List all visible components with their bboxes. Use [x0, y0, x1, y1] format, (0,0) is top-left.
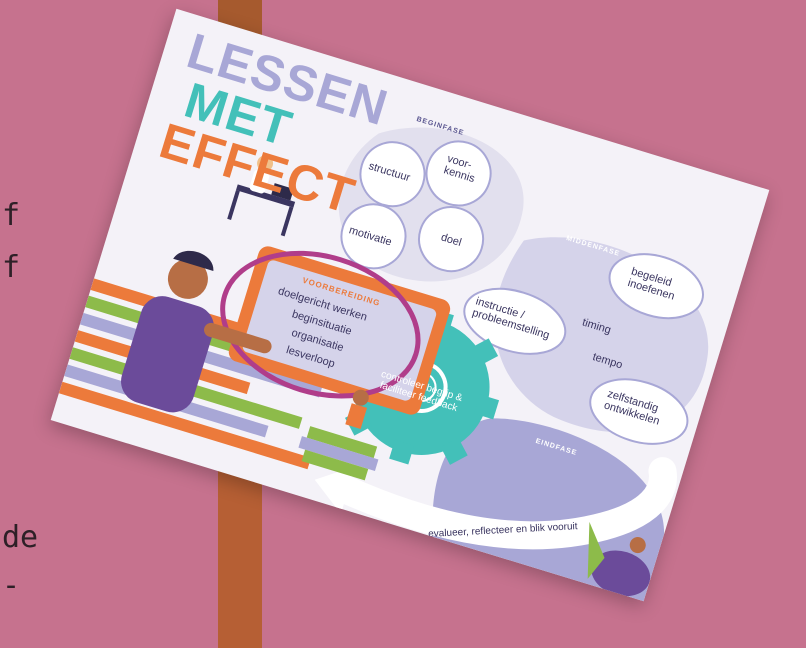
left-text-fragment: f — [2, 198, 21, 233]
left-text-fragment: de — [2, 520, 39, 555]
person-at-desk — [227, 155, 296, 237]
eind-path — [329, 457, 677, 550]
midden-nodes — [463, 253, 704, 445]
teacher-figure — [121, 250, 272, 413]
poster-illustration — [58, 127, 709, 602]
reading-person — [298, 389, 379, 481]
clover — [340, 140, 492, 273]
left-text-fragment: - — [2, 568, 21, 603]
left-text-fragment: f — [2, 250, 21, 285]
eind-arrow-head — [314, 466, 356, 514]
highlight-circle — [220, 250, 421, 399]
beanbag-person — [587, 521, 651, 597]
lessen-met-effect-poster: LESSEN MET EFFECT BEGINFASE MIDDENFASE E… — [50, 8, 770, 602]
